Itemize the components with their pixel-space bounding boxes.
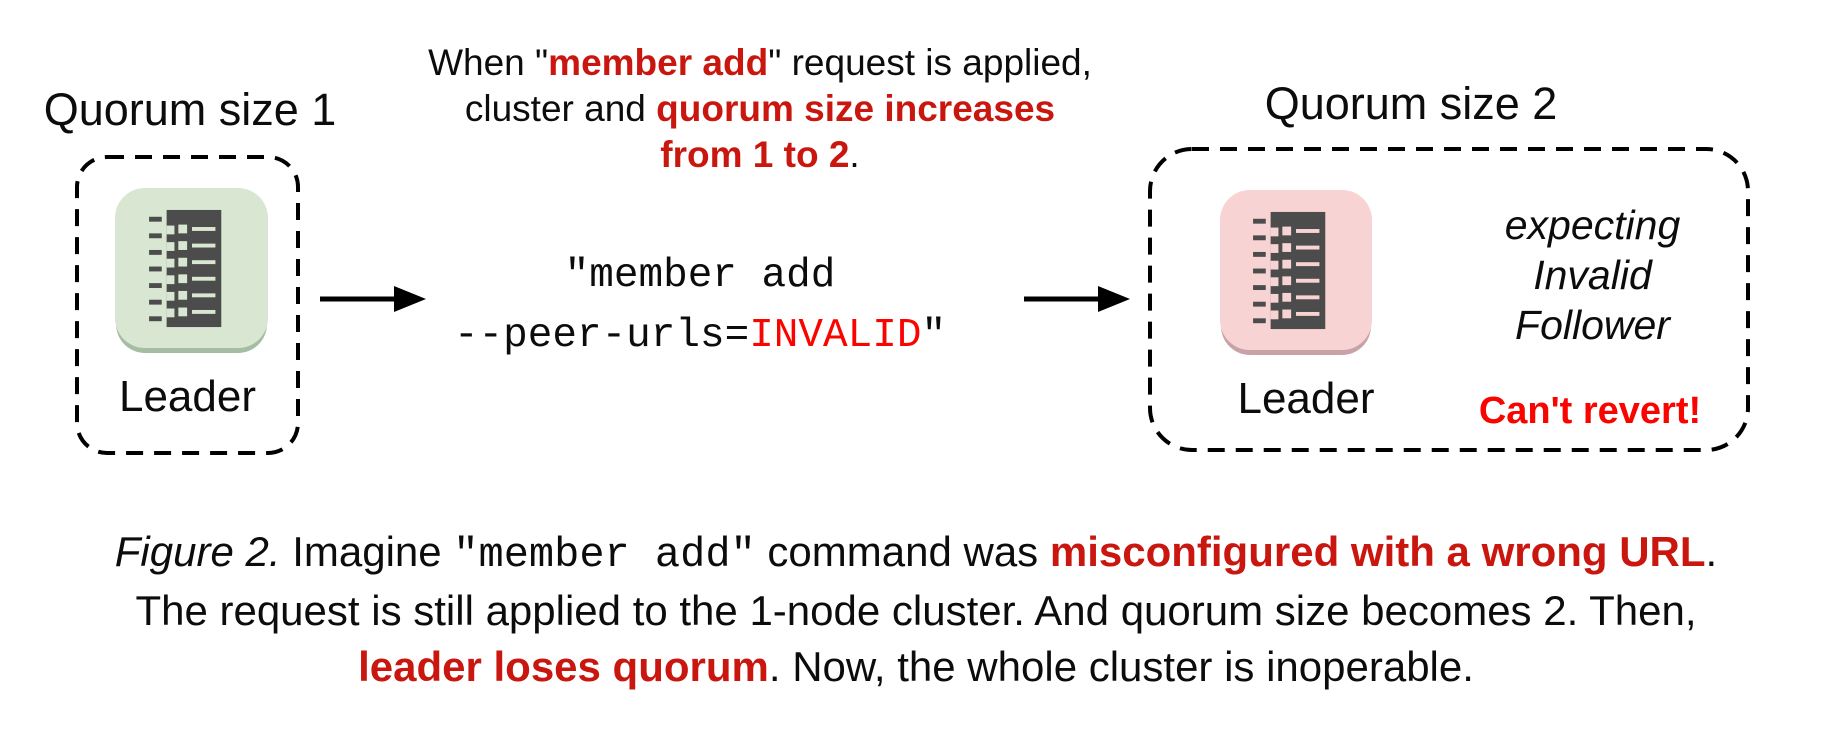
expecting-line-1: expecting xyxy=(1504,202,1681,248)
figure-caption: Figure 2. Imagine "member add" command w… xyxy=(0,524,1832,695)
right-cluster-title: Quorum size 2 xyxy=(1264,78,1558,129)
expecting-line-3: Follower xyxy=(1515,302,1670,348)
annotation-text: When "member add" request is applied, cl… xyxy=(385,40,1135,178)
server-icon xyxy=(148,209,221,327)
cant-revert-warning: Can't revert! xyxy=(1478,390,1702,432)
annotation-line-3: from 1 to 2. xyxy=(660,134,860,175)
leader-node-left xyxy=(115,188,268,348)
expecting-follower-text: expecting Invalid Follower xyxy=(1440,200,1745,350)
caption-line-2: The request is still applied to the 1-no… xyxy=(135,587,1697,634)
arrow-right-icon xyxy=(1024,286,1130,312)
left-cluster-boundary xyxy=(75,155,300,455)
command-line-2: --peer-urls=INVALID" xyxy=(453,313,947,359)
caption-line-1: Figure 2. Imagine "member add" command w… xyxy=(114,528,1718,579)
right-cluster-boundary xyxy=(1148,147,1750,452)
left-cluster-title: Quorum size 1 xyxy=(43,84,337,135)
expecting-line-2: Invalid xyxy=(1533,252,1652,298)
caption-line-3: leader loses quorum. Now, the whole clus… xyxy=(358,643,1474,690)
command-line-1: "member add xyxy=(564,253,836,299)
left-leader-label: Leader xyxy=(118,372,256,421)
annotation-line-2: cluster and quorum size increases xyxy=(464,88,1056,129)
arrow-right-icon xyxy=(320,286,426,312)
leader-node-right xyxy=(1220,190,1372,350)
right-leader-label: Leader xyxy=(1237,374,1375,423)
server-icon xyxy=(1253,211,1326,329)
command-text: "member add --peer-urls=INVALID" xyxy=(400,246,1000,366)
annotation-line-1: When "member add" request is applied, xyxy=(428,42,1092,83)
